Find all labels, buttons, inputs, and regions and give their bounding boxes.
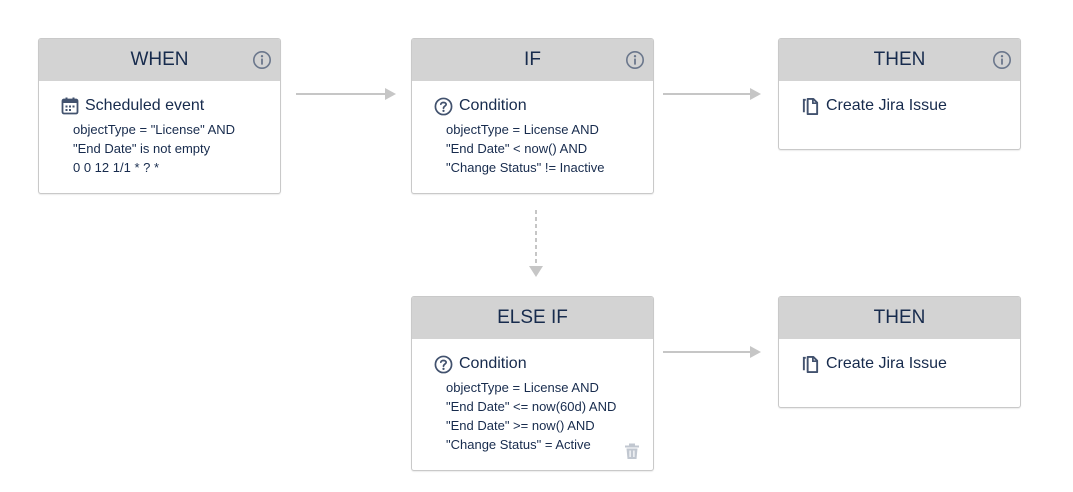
if-details: objectType = License AND "End Date" < no… bbox=[446, 120, 633, 177]
elseif-to-then-arrow bbox=[663, 346, 761, 358]
question-circle-icon bbox=[434, 355, 453, 373]
copy-icon bbox=[802, 355, 819, 373]
else-if-card[interactable]: ELSE IF Condition objectType = License A… bbox=[411, 296, 654, 471]
copy-icon bbox=[802, 97, 819, 115]
when-title-text: Scheduled event bbox=[85, 97, 205, 114]
if-header-label: IF bbox=[524, 49, 541, 70]
trash-icon[interactable] bbox=[623, 442, 641, 460]
when-line: "End Date" is not empty bbox=[73, 141, 211, 156]
when-to-if-arrow bbox=[296, 88, 396, 100]
if-card[interactable]: IF Condition objectType = License AND "E… bbox=[411, 38, 654, 194]
then-title: Create Jira Issue bbox=[801, 95, 1000, 117]
if-line: objectType = License AND bbox=[446, 122, 599, 137]
if-header: IF bbox=[412, 39, 653, 81]
question-circle-icon bbox=[434, 97, 453, 115]
then-header: THEN bbox=[779, 39, 1020, 81]
then-header-label: THEN bbox=[873, 307, 926, 328]
else-if-header-label: ELSE IF bbox=[497, 307, 568, 328]
if-to-then-arrow bbox=[663, 88, 761, 100]
then-header: THEN bbox=[779, 297, 1020, 339]
when-title: Scheduled event bbox=[61, 95, 260, 117]
then-header-label: THEN bbox=[873, 49, 926, 70]
if-line: "End Date" < now() AND bbox=[446, 141, 588, 156]
else-if-details: objectType = License AND "End Date" <= n… bbox=[446, 378, 633, 454]
else-if-line: objectType = License AND bbox=[446, 380, 599, 395]
if-title-text: Condition bbox=[459, 97, 527, 114]
when-header-label: WHEN bbox=[130, 49, 189, 70]
else-if-title-text: Condition bbox=[459, 355, 527, 372]
else-if-line: "End Date" >= now() AND bbox=[446, 418, 595, 433]
then-card[interactable]: THEN Create Jira Issue bbox=[778, 38, 1021, 150]
else-if-line: "End Date" <= now(60d) AND bbox=[446, 399, 617, 414]
when-header: WHEN bbox=[39, 39, 280, 81]
then-title-text: Create Jira Issue bbox=[826, 97, 947, 114]
when-card[interactable]: WHEN Scheduled event objectType = "Licen… bbox=[38, 38, 281, 194]
then-card[interactable]: THEN Create Jira Issue bbox=[778, 296, 1021, 408]
then-title-text: Create Jira Issue bbox=[826, 355, 947, 372]
info-icon[interactable] bbox=[992, 50, 1012, 70]
if-to-elseif-arrow bbox=[529, 210, 543, 277]
calendar-icon bbox=[61, 97, 79, 115]
else-if-title: Condition bbox=[434, 353, 633, 375]
when-line: 0 0 12 1/1 * ? * bbox=[73, 160, 160, 175]
if-line: "Change Status" != Inactive bbox=[446, 160, 605, 175]
if-title: Condition bbox=[434, 95, 633, 117]
when-line: objectType = "License" AND bbox=[73, 122, 236, 137]
else-if-line: "Change Status" = Active bbox=[446, 437, 591, 452]
info-icon[interactable] bbox=[252, 50, 272, 70]
then-title: Create Jira Issue bbox=[801, 353, 1000, 375]
when-details: objectType = "License" AND "End Date" is… bbox=[73, 120, 260, 177]
info-icon[interactable] bbox=[625, 50, 645, 70]
else-if-header: ELSE IF bbox=[412, 297, 653, 339]
